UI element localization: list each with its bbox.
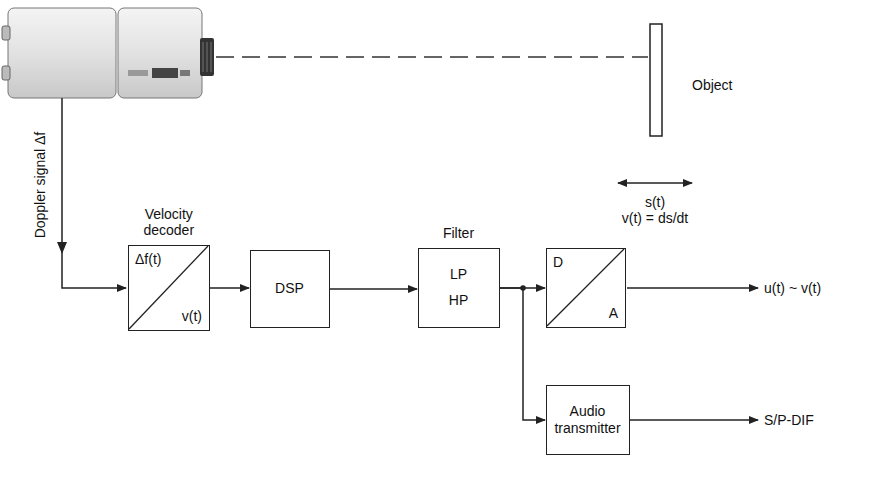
- digital-output-wire: [627, 419, 758, 421]
- output-symbol: v(t): [182, 308, 202, 324]
- block-heading: Filter: [443, 225, 474, 241]
- velocity-label: v(t) = ds/dt: [622, 210, 689, 226]
- laser-beam: [216, 56, 648, 57]
- filter-type: LP: [450, 266, 467, 282]
- signal-connector: [500, 288, 545, 420]
- audio-transmitter-box: Audio transmitter: [546, 385, 630, 455]
- da-converter-box: DA: [546, 248, 626, 328]
- block-label: Audio transmitter: [553, 403, 623, 435]
- converter-symbol: D: [553, 254, 563, 270]
- output-label: S/P-DIF: [764, 412, 814, 428]
- displacement-label: s(t): [645, 194, 665, 210]
- junction-dot: [520, 285, 526, 291]
- sensor-head: [2, 8, 214, 98]
- block-label: DSP: [275, 280, 304, 296]
- converter-symbol: A: [609, 305, 618, 321]
- signal-label: Doppler signal Δf: [32, 132, 48, 239]
- displacement-arrow: [618, 182, 692, 183]
- filter-type: HP: [449, 292, 468, 308]
- signal-connector: [330, 288, 417, 290]
- object-plate: [650, 24, 662, 136]
- signal-connector: [210, 287, 249, 289]
- dsp-box: DSP: [250, 250, 330, 328]
- block-heading: Velocity decoder: [129, 206, 210, 238]
- output-label: u(t) ~ v(t): [764, 280, 821, 296]
- input-symbol: Δf(t): [135, 251, 161, 267]
- filter-box: FilterLPHP: [418, 248, 500, 328]
- object-label: Object: [692, 77, 732, 93]
- arrow-head: [57, 242, 67, 254]
- velocity-decoder-box: Velocity decoderΔf(t)v(t): [128, 245, 210, 331]
- doppler-wire: [62, 98, 126, 288]
- analog-output-wire: [627, 287, 758, 289]
